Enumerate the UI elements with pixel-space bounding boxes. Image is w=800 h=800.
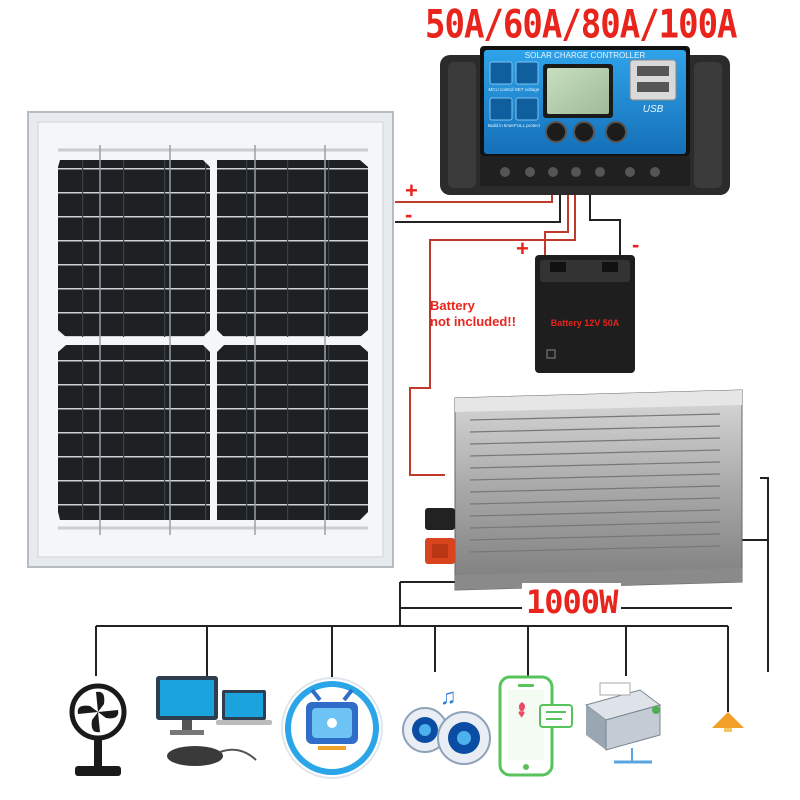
amperage-headline: 50A/60A/80A/100A xyxy=(425,2,738,48)
icon-label-timer: Build in timer xyxy=(488,123,515,128)
computer-icon xyxy=(156,676,272,766)
power-rating-label: 1000W xyxy=(522,583,622,621)
tv-icon xyxy=(281,677,383,779)
phone-icon: ♥ xyxy=(498,675,573,777)
music-note-icon: ♫ xyxy=(440,684,457,709)
usb-label: USB xyxy=(643,104,664,115)
battery: Battery 12V 50A xyxy=(535,255,635,373)
controller-title: SOLAR CHARGE CONTROLLER xyxy=(525,51,646,60)
panel-minus-sign: - xyxy=(405,202,413,227)
battery-label: Battery 12V 50A xyxy=(551,318,620,328)
power-inverter xyxy=(425,389,743,591)
speaker-icon: ♫ xyxy=(402,684,491,765)
printer-icon xyxy=(584,682,662,764)
battery-plus-sign: + xyxy=(516,236,529,261)
solar-panel xyxy=(27,111,394,568)
battery-not-included-note: Battery not included!! xyxy=(430,298,540,330)
battery-note-line1: Battery xyxy=(430,298,475,313)
battery-minus-sign: - xyxy=(632,232,640,257)
lamp-icon xyxy=(712,672,744,732)
battery-note-line2: not included!! xyxy=(430,314,516,329)
fan-icon xyxy=(69,683,127,776)
heart-icon: ♥ xyxy=(518,707,525,721)
icon-label-full: FULL protect xyxy=(514,123,541,128)
icon-label-set: SET voltage xyxy=(515,87,540,92)
panel-plus-sign: + xyxy=(405,178,418,203)
icon-label-mcu: MCU control xyxy=(488,87,513,92)
solar-charge-controller: SOLAR CHARGE CONTROLLER USB MCU control … xyxy=(440,46,730,195)
